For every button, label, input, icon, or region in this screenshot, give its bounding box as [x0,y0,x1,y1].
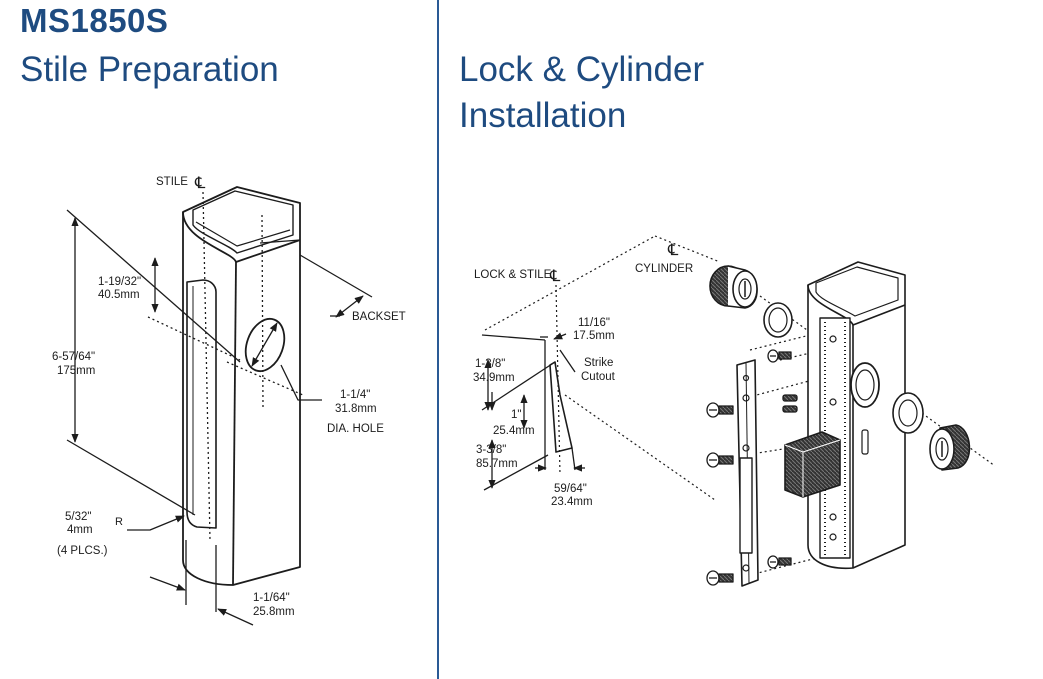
faceplate [736,359,759,587]
label-dim-1-1-64-in: 1-1/64" [253,592,290,604]
label-dim-1-1-4-mm: 31.8mm [335,403,377,415]
label-radius: R [115,516,123,528]
label-places: (4 PLCS.) [57,545,108,557]
label-dim-11-16-in: 11/16" [578,317,610,329]
label-dim-59-64-mm: 23.4mm [551,496,593,508]
label-dim-1-in: 1" [511,409,521,421]
label-cylinder-cl: ℄ [667,240,679,259]
cylinder-ring-top [763,302,793,338]
installation-diagram [481,235,996,587]
stile-preparation-diagram [66,186,373,626]
dim-1-1-64 [149,540,254,626]
label-strike: Strike [584,357,613,369]
right-section-title-line1: Lock & Cylinder [459,50,705,89]
label-backset: BACKSET [352,311,406,323]
dim-hole [251,322,322,401]
label-dim-1-19-32-in: 1-19/32" [98,276,141,288]
label-dim-3-3-8-mm: 85.7mm [476,458,518,470]
right-section-title-line2: Installation [459,96,627,135]
cylinder-bottom [929,424,971,471]
screw-1 [706,402,734,418]
screw-4 [767,349,792,363]
cylinder-top [709,265,758,309]
label-dim-1-3-8-mm: 34.9mm [473,372,515,384]
label-lock-stile-cl: ℄ [549,266,561,285]
label-cutout: Cutout [581,371,616,383]
label-lock-stile: LOCK & STILE [474,269,552,281]
stile-tube [182,186,301,586]
label-dim-1-3-8-in: 1-3/8" [475,358,505,370]
cylinder-ring-bottom [892,392,924,434]
label-dia-hole: DIA. HOLE [327,423,384,435]
label-dim-1-mm: 25.4mm [493,425,535,437]
label-dim-1-1-64-mm: 25.8mm [253,606,295,618]
screw-3 [706,570,734,586]
label-dim-5-32-in: 5/32" [65,511,91,523]
label-dim-6-57-64-mm: 175mm [57,365,95,377]
section-divider [437,0,439,679]
screw-2 [706,452,734,468]
dim-backset [259,239,373,318]
label-dim-1-1-4-in: 1-1/4" [340,389,370,401]
faceplate-screws [706,349,798,586]
label-dim-1-19-32-mm: 40.5mm [98,289,140,301]
label-cylinder: CYLINDER [635,263,693,275]
label-dim-3-3-8-in: 3-3/8" [476,444,506,456]
screw-5 [767,555,792,569]
dim-6-57-64 [66,209,241,516]
centerlines [147,191,304,541]
label-dim-6-57-64-in: 6-57/64" [52,351,95,363]
label-stile-cl: ℄ [194,173,206,192]
label-dim-5-32-mm: 4mm [67,524,93,536]
model-title: MS1850S [20,2,169,39]
dim-radius [127,515,185,531]
strike-cutout-profile [481,332,585,491]
label-dim-11-16-mm: 17.5mm [573,330,615,342]
installed-stile [784,261,906,570]
set-screws [782,394,798,413]
label-dim-59-64-in: 59/64" [554,483,587,495]
left-section-title: Stile Preparation [20,50,279,89]
label-stile: STILE [156,176,188,188]
